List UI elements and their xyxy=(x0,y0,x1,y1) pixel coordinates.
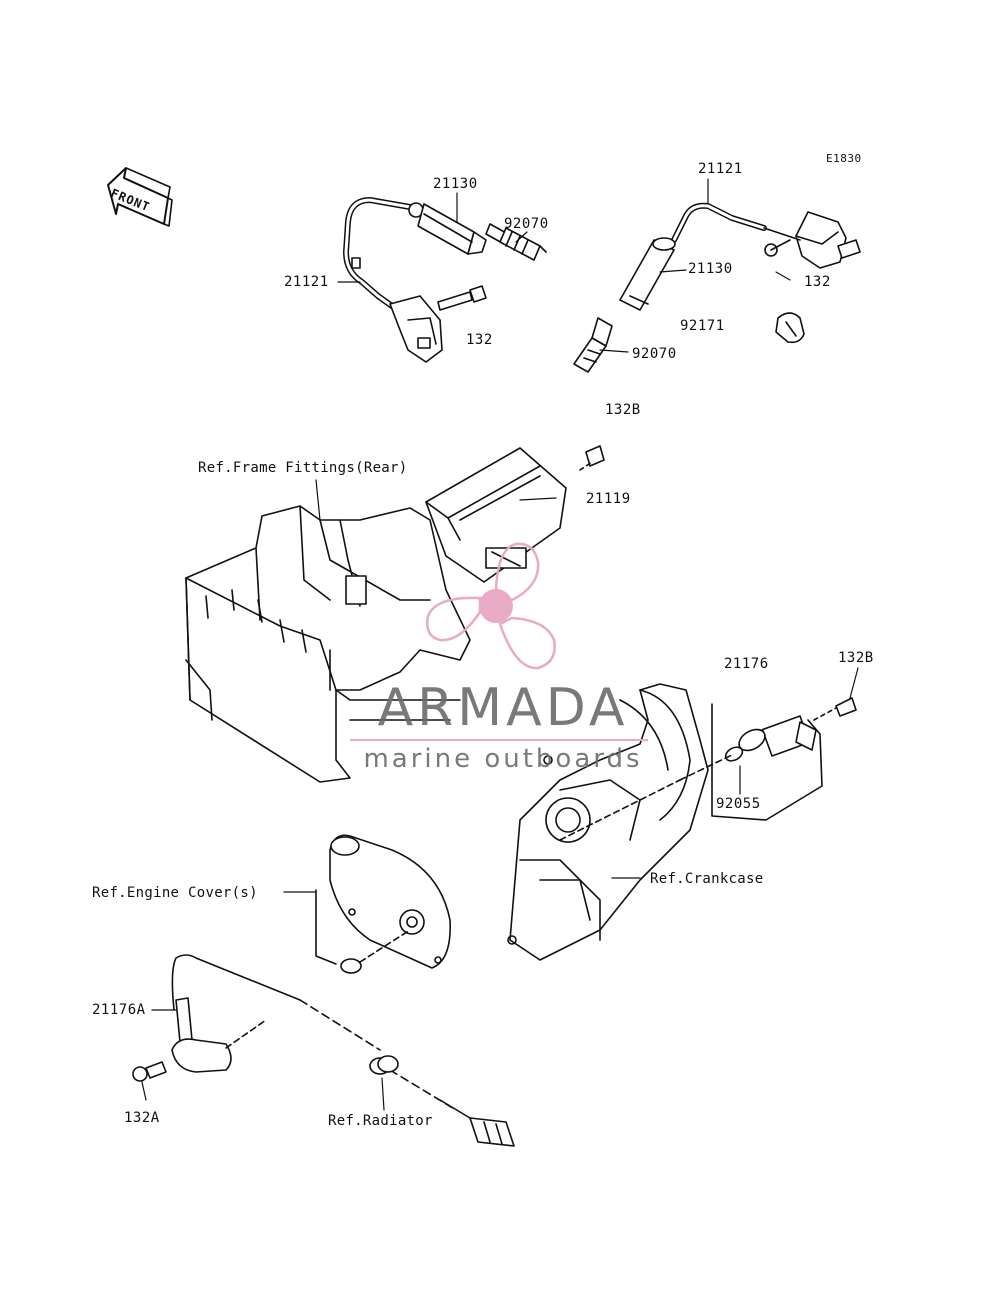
part-label-21121-right[interactable]: 21121 xyxy=(698,161,743,177)
watermark-title: ARMADA xyxy=(377,678,629,738)
ref-frame-fittings[interactable]: Ref.Frame Fittings(Rear) xyxy=(198,460,408,476)
part-label-21176[interactable]: 21176 xyxy=(724,656,769,672)
part-label-21130-top[interactable]: 21130 xyxy=(433,176,478,192)
crankcase-group xyxy=(507,683,709,961)
diagram-code: E1830 xyxy=(826,152,862,165)
frame-fitting-group xyxy=(185,445,605,783)
ref-crankcase[interactable]: Ref.Crankcase xyxy=(650,871,764,887)
spark-plug-left xyxy=(485,223,547,261)
part-label-132B-right[interactable]: 132B xyxy=(838,650,874,666)
part-label-21130-right[interactable]: 21130 xyxy=(688,261,733,277)
leader-lines xyxy=(141,178,859,1111)
part-label-21119[interactable]: 21119 xyxy=(586,491,631,507)
left-ignition-coil-group xyxy=(343,197,547,363)
part-label-132-left[interactable]: 132 xyxy=(466,332,493,348)
right-ignition-coil-group xyxy=(573,202,861,373)
part-label-92070-right[interactable]: 92070 xyxy=(632,346,677,362)
part-label-132B-top[interactable]: 132B xyxy=(605,402,641,418)
front-arrow-icon xyxy=(107,167,173,227)
part-label-92070-top[interactable]: 92070 xyxy=(504,216,549,232)
part-label-21121-left[interactable]: 21121 xyxy=(284,274,329,290)
part-label-92055[interactable]: 92055 xyxy=(716,796,761,812)
armada-logo-watermark xyxy=(350,542,648,741)
engine-cover-group xyxy=(132,834,515,1147)
part-label-132A[interactable]: 132A xyxy=(124,1110,160,1126)
part-label-132-right[interactable]: 132 xyxy=(804,274,831,290)
ref-engine-cover[interactable]: Ref.Engine Cover(s) xyxy=(92,885,258,901)
watermark-subtitle: marine outboards xyxy=(363,744,643,774)
part-label-92171[interactable]: 92171 xyxy=(680,318,725,334)
crank-sensor-group xyxy=(559,697,857,841)
part-label-21176A[interactable]: 21176A xyxy=(92,1002,146,1018)
ref-radiator[interactable]: Ref.Radiator xyxy=(328,1113,433,1129)
